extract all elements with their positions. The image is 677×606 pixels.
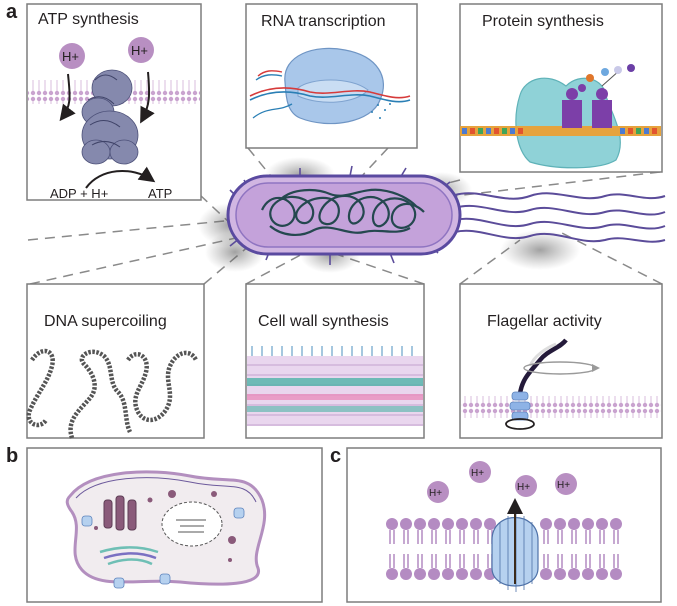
panel-cell-wall-synthesis: Cell wall synthesis bbox=[245, 283, 425, 439]
proton-icon: H+ bbox=[59, 43, 85, 69]
atp-title: ATP synthesis bbox=[38, 11, 139, 28]
golgi-icon bbox=[99, 546, 159, 566]
membrane-channel-icon bbox=[81, 507, 245, 589]
panel-b-eukaryotic-cell bbox=[26, 447, 323, 603]
panel-flagellar-activity: Flagellar activity bbox=[459, 283, 663, 439]
flagellar-motor-icon bbox=[509, 391, 531, 421]
codon-blocks bbox=[462, 128, 657, 134]
rotation-arrowhead bbox=[592, 364, 600, 372]
flagellar-title: Flagellar activity bbox=[487, 313, 602, 330]
panel-c-proton-channel: H+ H+ H+ H+ bbox=[346, 447, 662, 603]
proton-icon: H+ bbox=[427, 481, 449, 503]
panel-letter-b: b bbox=[6, 445, 18, 467]
cellwall-title: Cell wall synthesis bbox=[258, 313, 389, 330]
panel-rna-transcription: RNA transcription bbox=[245, 3, 418, 149]
crosslink-band bbox=[247, 394, 423, 400]
rna-title: RNA transcription bbox=[261, 13, 386, 30]
atp-synthase-icon bbox=[81, 69, 139, 165]
nucleoid-dna-icon bbox=[260, 188, 425, 236]
reaction-arrow bbox=[85, 166, 156, 189]
svg-text:H+: H+ bbox=[429, 488, 442, 499]
product-label: ATP bbox=[148, 186, 172, 201]
svg-text:H+: H+ bbox=[471, 468, 484, 479]
peptidoglycan-layer bbox=[247, 356, 423, 426]
rna-transcript-icon bbox=[252, 103, 293, 119]
rna-strand-icon bbox=[257, 70, 283, 77]
crosslink-band bbox=[247, 406, 423, 412]
lipid-bilayer bbox=[386, 518, 622, 580]
panel-atp-synthesis: ATP synthesis H+ H+ ADP + H+ ATP bbox=[26, 3, 202, 201]
proton-icon: H+ bbox=[128, 37, 154, 63]
rna-polymerase-icon bbox=[284, 47, 384, 125]
flagella bbox=[454, 192, 666, 243]
protein-title: Protein synthesis bbox=[482, 13, 604, 30]
bacterium-cell bbox=[226, 165, 666, 265]
reactant-label: ADP + H+ bbox=[50, 186, 108, 201]
mrna-strand-icon bbox=[460, 126, 661, 136]
membrane-bilayer bbox=[461, 396, 661, 418]
proton-flow-arrow bbox=[140, 71, 155, 124]
flagellum-motion-trail bbox=[528, 342, 557, 367]
proton-icon: H+ bbox=[469, 461, 491, 483]
rna-strand-icon bbox=[255, 74, 283, 81]
panel-letter-c: c bbox=[330, 445, 341, 467]
panel-letter-a: a bbox=[6, 1, 18, 23]
panel-protein-synthesis: Protein synthesis bbox=[459, 3, 663, 173]
svg-text:H+: H+ bbox=[517, 482, 530, 493]
svg-text:H+: H+ bbox=[62, 49, 79, 64]
peptide-chain-icon bbox=[578, 64, 635, 92]
mitochondrion-icon bbox=[103, 495, 137, 531]
proton-icon: H+ bbox=[515, 475, 537, 497]
trna-icon bbox=[562, 88, 612, 128]
chromosome-icon bbox=[176, 519, 206, 533]
proton-flow-arrow bbox=[59, 73, 76, 122]
vesicle-icon bbox=[94, 490, 236, 562]
flagellum-filament-icon bbox=[517, 338, 568, 395]
svg-text:H+: H+ bbox=[131, 43, 148, 58]
svg-text:H+: H+ bbox=[557, 480, 570, 491]
crosslink-band bbox=[247, 378, 423, 386]
dna-strand-icon bbox=[249, 91, 411, 103]
nucleus-icon bbox=[161, 501, 223, 547]
motor-rotation-arrow-icon bbox=[505, 418, 535, 430]
cell-wall-stems bbox=[251, 346, 413, 356]
nucleotide-dots bbox=[371, 103, 391, 119]
proton-icon: H+ bbox=[555, 473, 577, 495]
panel-dna-supercoiling: DNA supercoiling bbox=[26, 283, 205, 439]
dna-title: DNA supercoiling bbox=[44, 313, 167, 330]
supercoiled-dna-icon bbox=[26, 348, 199, 439]
dna-strand-icon bbox=[249, 87, 411, 99]
